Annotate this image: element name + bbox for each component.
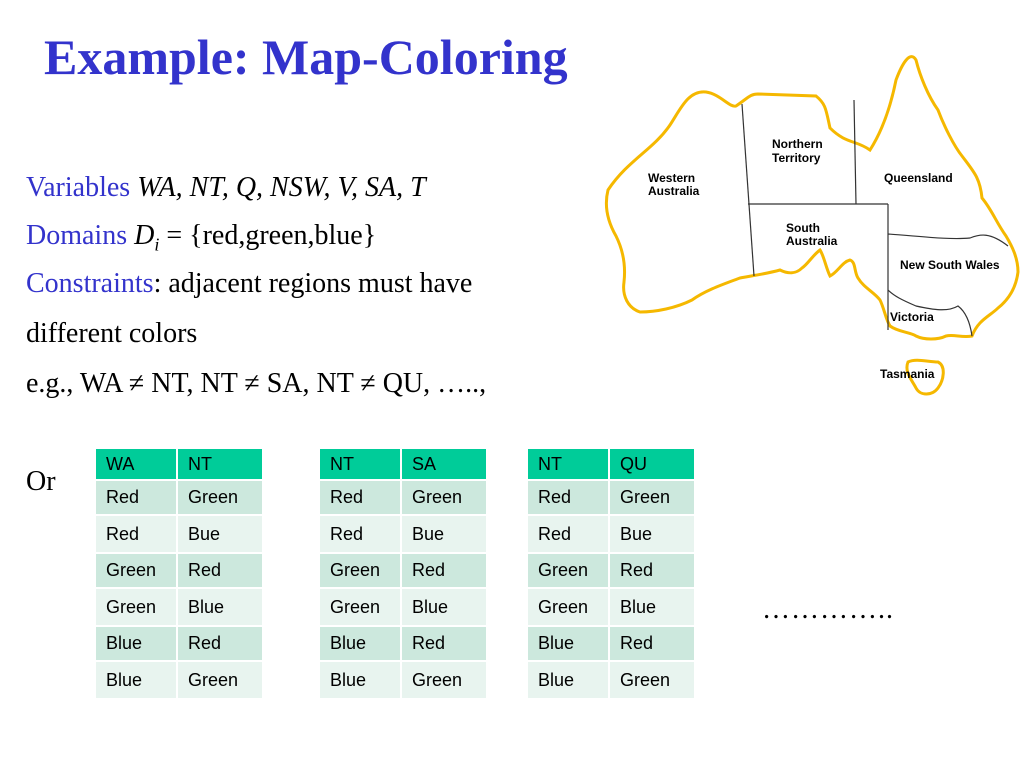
region-label-vic: Victoria xyxy=(890,310,934,324)
domains-label: Domains xyxy=(26,220,128,251)
table-cell: Blue xyxy=(402,589,486,625)
table-cell: Green xyxy=(320,589,400,625)
table-cell: Green xyxy=(178,662,262,698)
table-header: NT xyxy=(178,449,262,479)
table-cell: Blue xyxy=(320,662,400,698)
or-label: Or xyxy=(26,466,56,497)
table-cell: Red xyxy=(96,516,176,552)
border-nsw-vic xyxy=(887,289,973,337)
table-cell: Red xyxy=(528,481,608,514)
constraints-line: Constraints: adjacent regions must have xyxy=(26,268,472,300)
table-cell: Red xyxy=(320,481,400,514)
table-cell: Blue xyxy=(528,627,608,660)
table-cell: Red xyxy=(402,554,486,587)
continuation-ellipsis: ………….. xyxy=(762,594,894,625)
region-label-qld: Queensland xyxy=(884,171,953,185)
table-cell: Green xyxy=(528,554,608,587)
table-cell: Red xyxy=(610,627,694,660)
table-cell: Blue xyxy=(178,589,262,625)
region-label-nsw: New South Wales xyxy=(900,258,1000,272)
table-cell: Bue xyxy=(610,516,694,552)
table-cell: Green xyxy=(96,589,176,625)
region-label-sa-line1: South xyxy=(786,221,820,235)
australia-outline xyxy=(604,55,1020,341)
domains-value: = {red,green,blue} xyxy=(159,220,377,251)
region-label-nt-line2: Territory xyxy=(772,151,821,165)
table-cell: Green xyxy=(178,481,262,514)
table-header: SA xyxy=(402,449,486,479)
domains-line: Domains Di = {red,green,blue} xyxy=(26,220,376,261)
australia-map: Western Australia Northern Territory Que… xyxy=(604,55,1020,396)
region-label-nt-line1: Northern xyxy=(772,137,823,151)
border-qld-nsw xyxy=(887,233,1009,247)
domains-subscript: i xyxy=(154,234,160,255)
constraints-text-line1: : adjacent regions must have xyxy=(153,268,473,299)
constraints-text-line2: different colors xyxy=(26,318,198,349)
table-cell: Green xyxy=(96,554,176,587)
table-cell: Red xyxy=(178,554,262,587)
table-cell: Bue xyxy=(402,516,486,552)
variables-label: Variables xyxy=(26,172,131,203)
table-cell: Blue xyxy=(610,589,694,625)
region-label-wa-line2: Australia xyxy=(648,184,700,198)
table-cell: Green xyxy=(402,481,486,514)
table-cell: Green xyxy=(610,662,694,698)
table-cell: Red xyxy=(528,516,608,552)
table-cell: Blue xyxy=(96,627,176,660)
table-cell: Green xyxy=(610,481,694,514)
border-wa-nt-sa xyxy=(741,103,755,277)
region-label-wa-line1: Western xyxy=(648,171,695,185)
table-header: NT xyxy=(528,449,608,479)
table-cell: Bue xyxy=(178,516,262,552)
table-cell: Blue xyxy=(320,627,400,660)
region-label-sa-line2: Australia xyxy=(786,234,838,248)
table-cell: Red xyxy=(320,516,400,552)
table-header: WA xyxy=(96,449,176,479)
table-cell: Red xyxy=(402,627,486,660)
domains-symbol: D xyxy=(134,220,155,251)
table-cell: Red xyxy=(610,554,694,587)
table-cell: Green xyxy=(320,554,400,587)
border-nt-qld xyxy=(853,99,857,205)
table-cell: Red xyxy=(96,481,176,514)
example-constraints: e.g., WA ≠ NT, NT ≠ SA, NT ≠ QU, ….., xyxy=(26,368,487,399)
variables-value: WA, NT, Q, NSW, V, SA, T xyxy=(137,172,426,203)
slide-title: Example: Map-Coloring xyxy=(44,29,568,85)
variables-line: Variables WA, NT, Q, NSW, V, SA, T xyxy=(26,172,426,204)
table-cell: Green xyxy=(528,589,608,625)
table-cell: Blue xyxy=(96,662,176,698)
tasmania-outline xyxy=(905,358,945,396)
table-cell: Green xyxy=(402,662,486,698)
constraints-label: Constraints xyxy=(26,268,154,299)
table-cell: Blue xyxy=(528,662,608,698)
table-header: NT xyxy=(320,449,400,479)
region-label-tas: Tasmania xyxy=(880,367,935,381)
table-header: QU xyxy=(610,449,694,479)
table-cell: Red xyxy=(178,627,262,660)
